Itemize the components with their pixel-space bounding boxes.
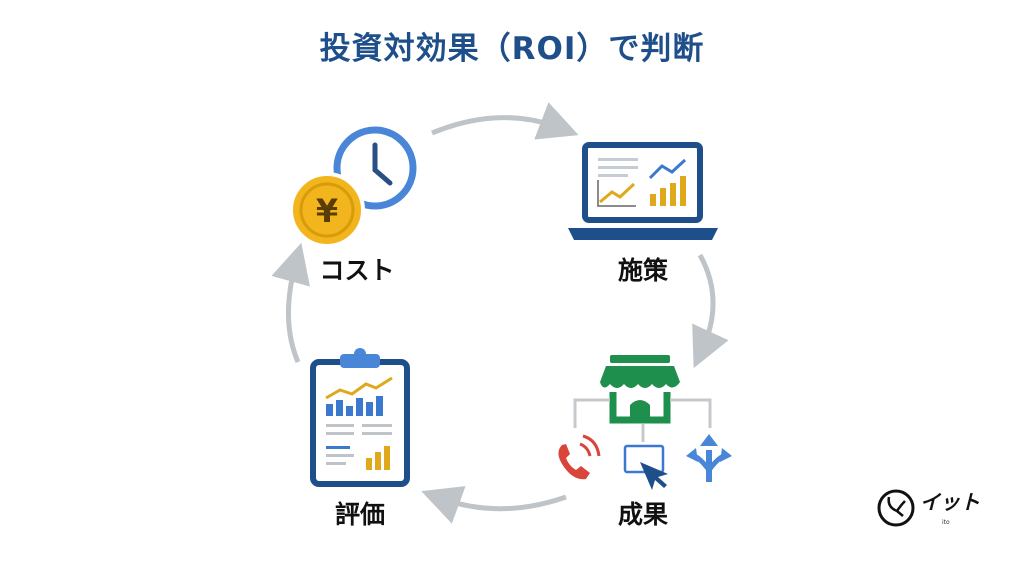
cycle-arrow-top (431, 102, 579, 140)
cycle-arrow-left (271, 242, 310, 363)
click-screen-icon (623, 444, 668, 490)
logo-text: イット (920, 490, 980, 514)
yen-coin-icon: ¥ (289, 172, 365, 248)
logo-sub: ito (942, 519, 950, 526)
store-icon (600, 355, 680, 424)
node-label-result: 成果 (617, 500, 668, 529)
cycle-arrow-bottom (421, 486, 567, 524)
connector-lines (573, 398, 712, 442)
clipboard-report-icon (310, 348, 410, 487)
page-title: 投資対効果（ROI）で判断 (319, 31, 705, 67)
split-arrows-icon (686, 434, 732, 482)
node-label-cost: コスト (319, 256, 395, 285)
node-label-measure: 施策 (617, 256, 668, 285)
cycle-arrow-right (692, 253, 729, 369)
laptop-chart-icon (568, 142, 718, 240)
yen-symbol: ¥ (316, 192, 338, 230)
phone-icon (558, 434, 601, 480)
company-logo-icon (877, 489, 915, 527)
node-label-evaluation: 評価 (334, 500, 385, 529)
